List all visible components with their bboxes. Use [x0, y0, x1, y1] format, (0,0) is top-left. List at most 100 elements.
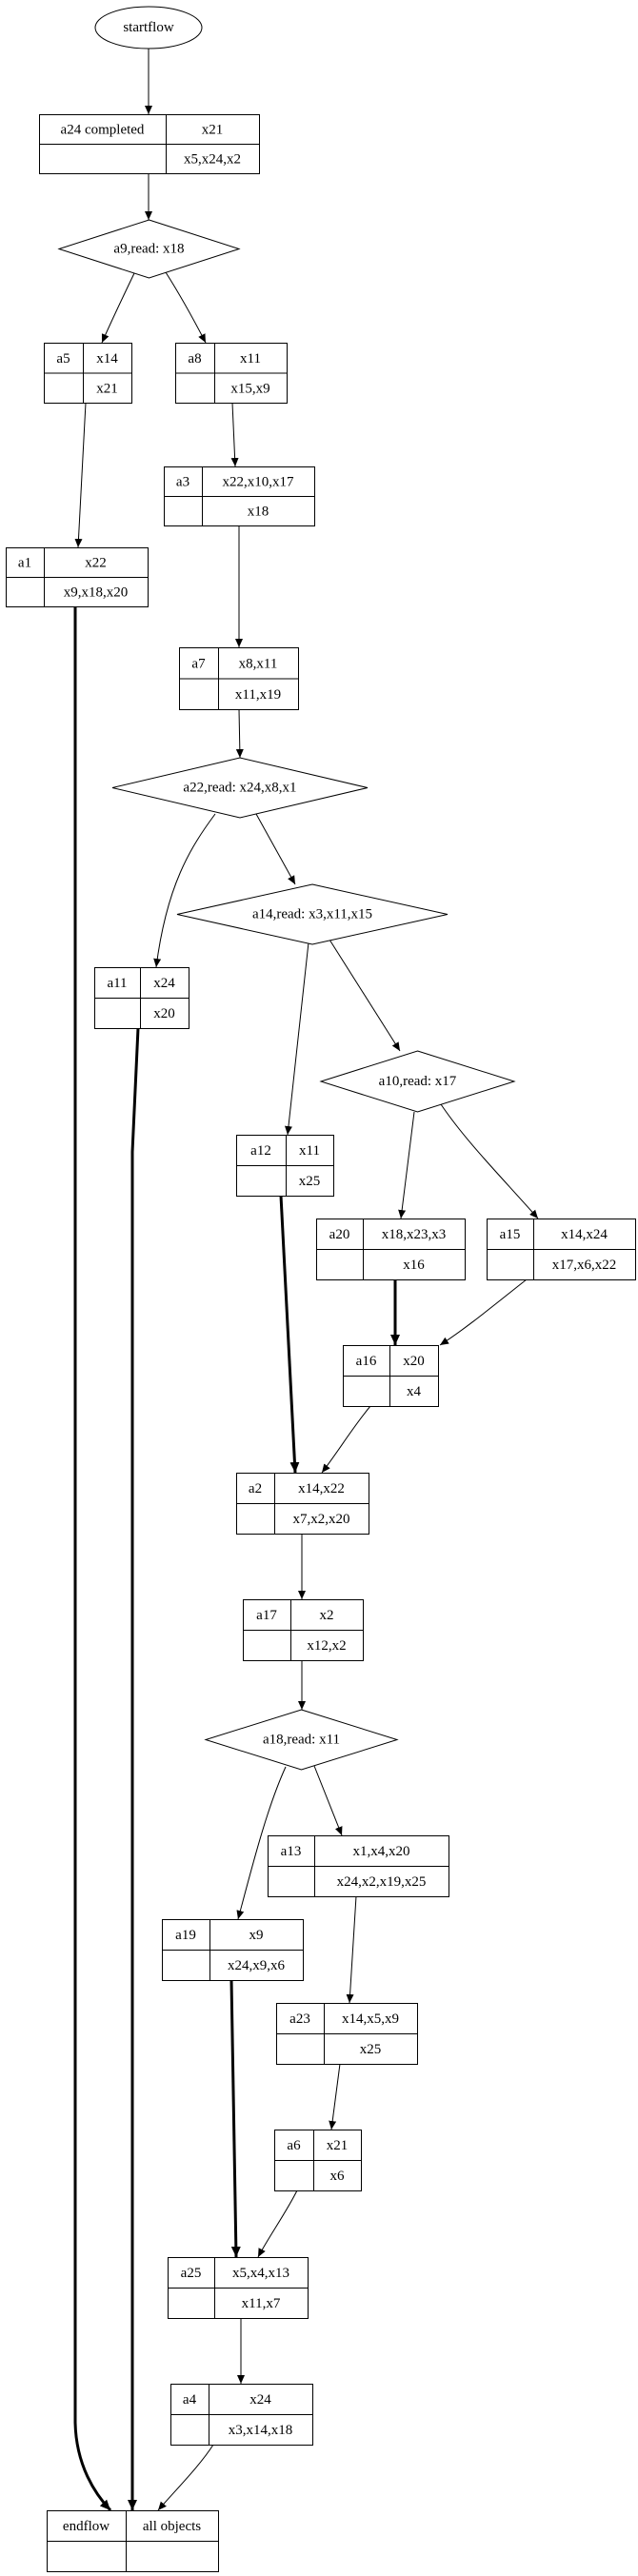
action-node-a8[interactable]: a8 x11 x15,x9	[175, 343, 288, 404]
node-write-set: x14,x5,x9	[342, 2011, 399, 2027]
edge-a11-to-endflow	[128, 1027, 140, 2510]
edge-a8-to-a3	[230, 402, 239, 467]
action-node-a25[interactable]: a25 x5,x4,x13 x11,x7	[168, 2257, 309, 2319]
node-write-set: x20	[403, 1354, 425, 1369]
decision-label: a22,read: x24,x8,x1	[183, 781, 296, 796]
node-name: a1	[18, 556, 31, 571]
node-name: a3	[176, 475, 189, 490]
node-name: a24 completed	[61, 123, 145, 138]
node-read-set: x18	[248, 505, 269, 520]
edge-a18-to-a19	[236, 1766, 287, 1920]
node-name: a2	[249, 1481, 262, 1496]
action-node-a12[interactable]: a12 x11 x25	[236, 1135, 334, 1197]
node-read-set: x21	[96, 381, 118, 396]
nodes-layer: startflow a24 completed x21 x5,x24,x2 a9,rea…	[6, 6, 636, 2572]
start-node[interactable]: startflow	[94, 6, 203, 50]
node-name: a16	[356, 1354, 377, 1369]
edge-a13-to-a23	[346, 1895, 357, 2004]
node-name: a5	[56, 351, 70, 367]
node-read-set: x25	[360, 2042, 382, 2057]
node-name: a19	[175, 1928, 196, 1943]
node-write-set: x22	[85, 556, 107, 571]
node-name: a7	[191, 656, 206, 671]
node-name: a25	[181, 2266, 202, 2281]
node-name: endflow	[63, 2519, 110, 2534]
node-read-set: x9,x18,x20	[64, 585, 129, 601]
node-read-set: x11,x7	[242, 2296, 281, 2311]
node-write-set: x24	[249, 2392, 271, 2408]
action-node-a24[interactable]: a24 completed x21 x5,x24,x2	[39, 114, 260, 174]
node-write-set: x14	[96, 351, 118, 367]
node-name: a12	[250, 1143, 271, 1159]
node-write-set: x11	[240, 351, 261, 367]
decision-label: a10,read: x17	[379, 1074, 457, 1089]
node-name: a6	[287, 2138, 301, 2153]
edge-a19-to-a25	[229, 1979, 241, 2258]
action-node-a15[interactable]: a15 x14,x24 x17,x6,x22	[487, 1219, 636, 1280]
decision-label: a14,read: x3,x11,x15	[252, 907, 372, 922]
node-write-set: x9	[249, 1928, 264, 1943]
edge-a9-to-a5	[101, 272, 135, 344]
node-name: a20	[329, 1227, 350, 1242]
node-write-set: x14,x22	[298, 1481, 345, 1496]
action-node-a1[interactable]: a1 x22 x9,x18,x20	[6, 547, 149, 607]
decision-node-a14[interactable]: a14,read: x3,x11,x15	[176, 883, 449, 945]
edge-a22-to-a11	[153, 813, 216, 968]
node-write-set: x21	[202, 123, 224, 138]
action-node-a16[interactable]: a16 x20 x4	[343, 1345, 439, 1407]
edge-a12-to-a2	[279, 1195, 300, 1474]
decision-node-a9[interactable]: a9,read: x18	[57, 219, 241, 279]
edge-a4-to-endflow	[157, 2444, 214, 2511]
node-name: a13	[281, 1844, 302, 1859]
node-read-set: x12,x2	[307, 1638, 346, 1654]
node-write-set: x22,x10,x17	[223, 475, 295, 490]
node-name: a8	[188, 351, 201, 367]
node-read-set: x11,x19	[235, 687, 281, 703]
decision-label: a18,read: x11	[263, 1733, 340, 1748]
node-write-set: x11	[299, 1143, 320, 1159]
edge-a14-to-a12	[284, 941, 309, 1136]
node-write-set: x5,x4,x13	[232, 2266, 289, 2281]
node-write-set: x1,x4,x20	[353, 1844, 410, 1859]
edge-a23-to-a6	[329, 2063, 341, 2130]
node-read-set: x7,x2,x20	[293, 1512, 350, 1527]
edge-a16-to-a2	[321, 1405, 371, 1474]
action-node-a11[interactable]: a11 x24 x20	[94, 967, 189, 1029]
node-read-set: x25	[299, 1174, 321, 1189]
action-node-a2[interactable]: a2 x14,x22 x7,x2,x20	[236, 1473, 369, 1535]
action-node-a3[interactable]: a3 x22,x10,x17 x18	[164, 466, 315, 526]
node-name: a11	[107, 976, 127, 991]
edge-a15-to-a16	[439, 1278, 528, 1346]
decision-node-a10[interactable]: a10,read: x17	[319, 1050, 516, 1113]
node-write-set: x14,x24	[561, 1227, 608, 1242]
node-write-set: x24	[153, 976, 175, 991]
decision-node-a18[interactable]: a18,read: x11	[204, 1709, 399, 1771]
edge-a5-to-a1	[74, 402, 87, 548]
node-read-set: x17,x6,x22	[552, 1258, 617, 1273]
decision-node-a22[interactable]: a22,read: x24,x8,x1	[111, 757, 369, 819]
edge-a22-to-a14	[255, 813, 296, 885]
edge-a10-to-a20	[398, 1111, 415, 1219]
action-node-a13[interactable]: a13 x1,x4,x20 x24,x2,x19,x25	[268, 1835, 449, 1897]
edge-a14-to-a10	[329, 939, 401, 1052]
edge-a9-to-a8	[165, 271, 207, 344]
node-read-set: x24,x2,x19,x25	[337, 1874, 427, 1890]
edge-a6-to-a25	[257, 2190, 298, 2258]
node-read-set: x15,x9	[230, 381, 269, 396]
node-read-set: x4	[407, 1384, 422, 1399]
action-node-a5[interactable]: a5 x14 x21	[44, 343, 132, 404]
node-read-set: x16	[403, 1258, 425, 1273]
node-read-set: x5,x24,x2	[184, 152, 241, 168]
start-label: startflow	[123, 20, 173, 35]
node-name: a15	[500, 1227, 521, 1242]
node-read-set: x20	[153, 1006, 175, 1021]
